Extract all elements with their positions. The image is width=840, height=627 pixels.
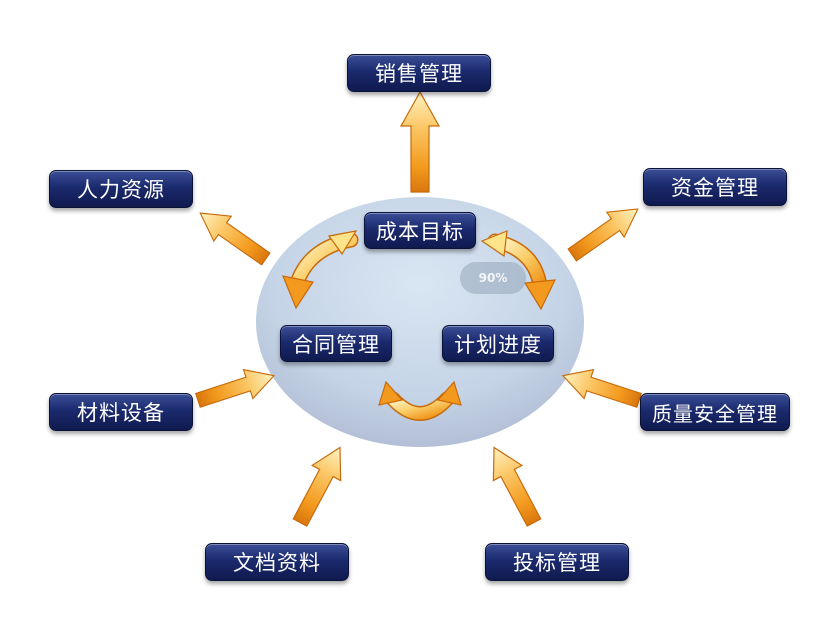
arrow-from-docs: [285, 439, 355, 531]
cycle-arrow-top-right: [480, 230, 557, 311]
node-sales-management[interactable]: 销售管理: [347, 54, 491, 92]
node-label: 合同管理: [292, 332, 380, 357]
node-contract-management[interactable]: 合同管理: [280, 325, 392, 362]
node-label: 材料设备: [77, 401, 165, 425]
node-label: 资金管理: [671, 176, 759, 200]
node-cost-target[interactable]: 成本目标: [364, 212, 476, 249]
node-human-resources[interactable]: 人力资源: [49, 170, 193, 208]
node-label: 成本目标: [376, 219, 464, 244]
center-ellipse: [256, 197, 584, 447]
progress-badge-label: 90%: [478, 271, 508, 285]
node-label: 人力资源: [77, 178, 165, 202]
arrow-from-material: [192, 360, 280, 416]
progress-badge: 90%: [460, 262, 526, 294]
node-label: 销售管理: [375, 62, 463, 86]
node-label: 投标管理: [513, 551, 601, 575]
node-label: 质量安全管理: [652, 401, 778, 426]
arrow-to-fund: [562, 196, 648, 268]
arrow-from-bid: [479, 439, 549, 531]
node-label: 文档资料: [233, 551, 321, 575]
arrow-to-hr: [190, 200, 276, 272]
node-label: 计划进度: [454, 332, 542, 357]
node-materials-equipment[interactable]: 材料设备: [49, 393, 193, 431]
arrow-to-sales: [400, 91, 440, 193]
node-quality-safety-management[interactable]: 质量安全管理: [640, 393, 790, 431]
cycle-arrow-bottom: [378, 380, 462, 421]
cycle-arrow-top-left: [282, 230, 359, 310]
node-documents[interactable]: 文档资料: [205, 543, 349, 581]
node-plan-progress[interactable]: 计划进度: [442, 325, 554, 362]
node-bid-management[interactable]: 投标管理: [485, 543, 629, 581]
node-fund-management[interactable]: 资金管理: [643, 168, 787, 206]
